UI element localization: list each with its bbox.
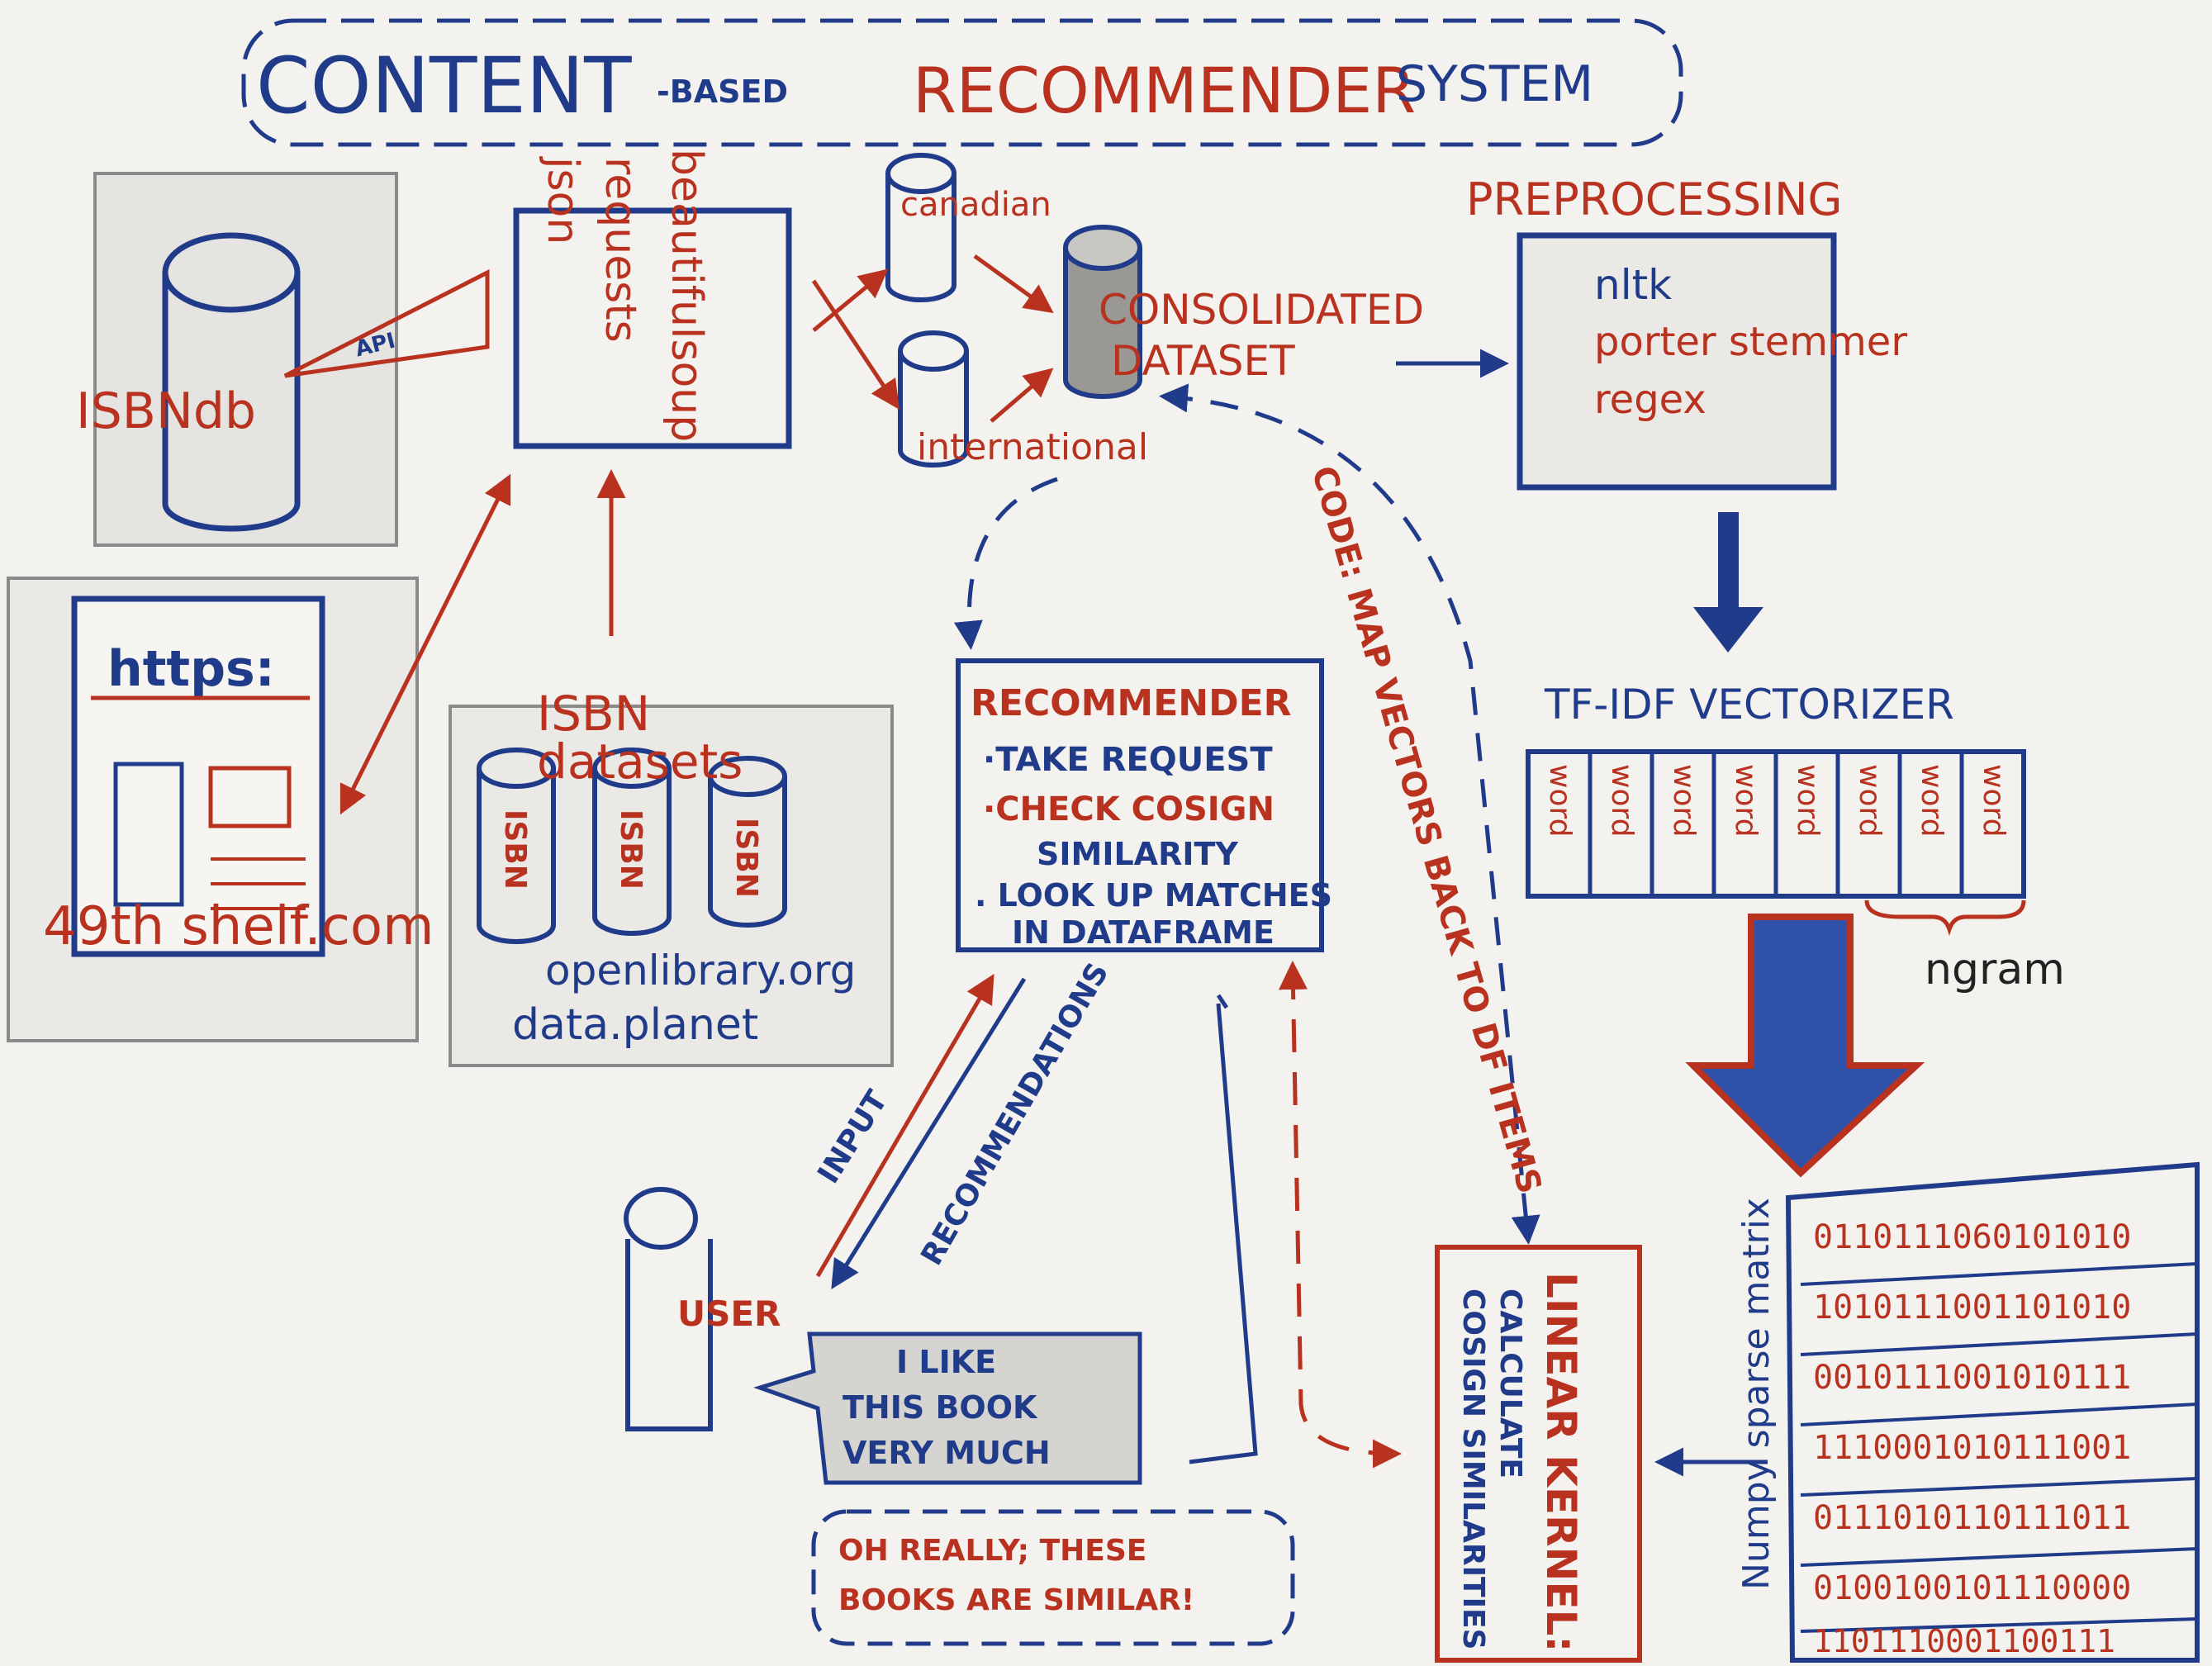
scraper-box [513, 207, 792, 449]
recommender-title: RECOMMENDER [971, 682, 1292, 724]
user-label: USER [677, 1293, 781, 1334]
preprocessing-title: PREPROCESSING [1466, 173, 1843, 225]
user-figure [624, 1187, 713, 1431]
recommender-bullet-2: ·CHECK COSIGN [983, 790, 1275, 828]
tfidf-word-7: word [1915, 764, 1949, 838]
scraper-beautifulsoup: beautifulsoup [662, 149, 711, 443]
tfidf-word-boxes [1526, 749, 2026, 899]
sparse-matrix [1785, 1161, 2200, 1663]
isbndb-cylinder [162, 232, 301, 532]
consolidated-line2: DATASET [1111, 337, 1295, 385]
scraper-requests: requests [596, 157, 645, 343]
site-label: 49th shelf.com [43, 896, 434, 957]
bubble-line-3: VERY MUCH [843, 1435, 1051, 1471]
bubble-line-1: I LIKE [896, 1344, 997, 1380]
title-system: SYSTEM [1396, 55, 1594, 113]
matrix-row-7: 1101110001100111 [1813, 1623, 2116, 1659]
recommender-bullet-5: IN DATAFRAME [1012, 914, 1275, 951]
preprocessing-box [1517, 232, 1837, 491]
openlibrary-label: openlibrary.org [545, 947, 857, 994]
kernel-box [1435, 1245, 1642, 1663]
speech-bubble [753, 1331, 1142, 1485]
title-frame [241, 18, 1683, 147]
bubble-line-2: THIS BOOK [843, 1389, 1037, 1426]
scraper-json: json [538, 157, 587, 245]
isbn-cyl-3: ISBN [729, 818, 763, 898]
recommender-bullet-3: SIMILARITY [1037, 836, 1238, 872]
https-label: https: [107, 640, 275, 698]
matrix-row-4: 1110001010111001 [1813, 1429, 2132, 1467]
consolidated-cylinder [1063, 225, 1142, 399]
preproc-regex: regex [1594, 377, 1706, 423]
title-content: CONTENT [256, 41, 632, 131]
arrow-tfidf-matrix [1685, 914, 1925, 1178]
international-label: international [917, 426, 1149, 468]
country-cylinders [885, 153, 969, 468]
matrix-row-6: 0100100101110000 [1813, 1569, 2132, 1607]
kernel-line2: COSIGN SIMILARITIES [1456, 1289, 1490, 1650]
matrix-label: Numpy sparse matrix [1735, 1198, 1778, 1590]
red-arrows [339, 254, 1402, 1469]
tfidf-word-3: word [1667, 764, 1701, 838]
tfidf-word-4: word [1729, 764, 1763, 838]
kernel-line1: CALCULATE [1493, 1289, 1527, 1479]
tfidf-word-6: word [1853, 764, 1887, 838]
tfidf-word-2: word [1605, 764, 1639, 838]
title-based: -BASED [657, 74, 789, 110]
preproc-nltk: nltk [1594, 261, 1673, 309]
website-icon [71, 596, 325, 957]
isbndb-label: ISBNdb [76, 382, 256, 440]
tfidf-word-1: word [1543, 764, 1577, 838]
matrix-row-3: 0010111001010111 [1813, 1359, 2132, 1397]
reply-box [811, 1509, 1295, 1646]
title-recommender: RECOMMENDER [913, 54, 1417, 127]
consolidated-line1: CONSOLIDATED [1099, 286, 1424, 334]
arrow-preprocessing-tfidf [1693, 512, 1763, 653]
preproc-porter: porter stemmer [1594, 319, 1908, 365]
reply-line-2: BOOKS ARE SIMILAR! [838, 1583, 1195, 1617]
api-wedge [283, 268, 490, 378]
isbn-datasets-title: ISBN datasets [537, 686, 743, 790]
isbndb-panel [93, 172, 398, 547]
canadian-label: canadian [900, 186, 1051, 224]
ngram-label: ngram [1925, 945, 2065, 994]
tfidf-word-5: word [1791, 764, 1825, 838]
tfidf-word-8: word [1977, 764, 2010, 838]
recommender-bullet-4: . LOOK UP MATCHES [975, 877, 1332, 914]
matrix-row-5: 0111010110111011 [1813, 1499, 2132, 1537]
tfidf-title: TF-IDF VECTORIZER [1545, 681, 1954, 729]
matrix-row-2: 1010111001101010 [1813, 1289, 2132, 1327]
recommender-bullet-1: ·TAKE REQUEST [983, 741, 1273, 779]
dataplanet-label: data.planet [512, 1000, 759, 1050]
isbn-cyl-2: ISBN [614, 809, 648, 890]
kernel-title: LINEAR KERNEL: [1537, 1272, 1585, 1653]
reply-line-1: OH REALLY; THESE [838, 1534, 1147, 1568]
matrix-row-1: 0110111060101010 [1813, 1218, 2132, 1256]
isbn-cyl-1: ISBN [498, 809, 532, 890]
blue-arrows [831, 349, 1768, 1477]
ngram-brace [1864, 899, 2026, 936]
